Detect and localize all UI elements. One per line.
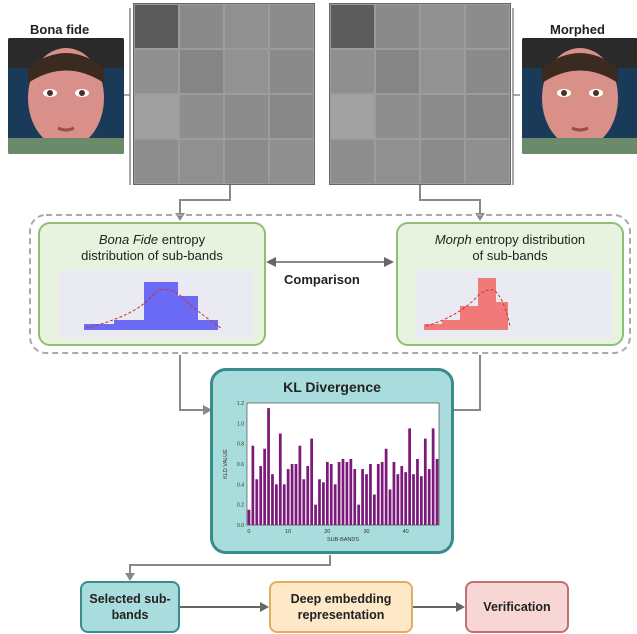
kl-bar — [365, 474, 368, 525]
kl-ytick-label: 1.0 — [237, 421, 244, 427]
kl-bar — [306, 466, 310, 525]
bona-fide-subband-grid — [133, 3, 315, 185]
kl-bar — [341, 458, 345, 525]
kl-bar — [408, 428, 411, 525]
kl-bar — [396, 474, 400, 525]
kl-bar — [345, 461, 349, 525]
kl-bar — [271, 474, 274, 525]
kl-bar — [275, 484, 278, 525]
kl-xtick-label: 40 — [403, 529, 409, 535]
kl-bar — [282, 484, 286, 525]
kl-bar — [392, 461, 396, 525]
bona-fide-face-image — [8, 38, 124, 154]
kl-bar — [259, 466, 263, 525]
kl-bar — [435, 458, 439, 525]
kl-ytick-label: 1.2 — [237, 401, 244, 407]
kl-bar — [384, 448, 388, 525]
kl-bar — [372, 494, 376, 525]
morph-entropy-title: Morph entropy distribution of sub-bands — [434, 232, 586, 263]
kl-bar — [333, 484, 337, 525]
kl-ytick-label: 0.2 — [237, 503, 244, 509]
kl-bar — [310, 438, 314, 525]
bona-fide-entropy-box: Bona Fide entropy distribution of sub-ba… — [38, 222, 266, 346]
kl-ytick-label: 0.6 — [237, 462, 244, 468]
kl-ytick-label: 0.4 — [237, 482, 244, 488]
kl-bar — [423, 438, 427, 525]
kl-bar — [263, 448, 267, 525]
kl-bar — [337, 461, 341, 525]
kl-bar — [416, 458, 419, 525]
verification-box: Verification — [465, 581, 569, 633]
kl-bar — [298, 445, 302, 525]
kl-bar — [353, 469, 357, 525]
bona-fide-label: Bona fide — [30, 22, 90, 37]
kl-bar — [369, 464, 372, 525]
kl-bar — [357, 504, 361, 525]
kl-bar — [361, 469, 364, 525]
kl-bar — [255, 479, 259, 525]
kl-bar — [412, 474, 415, 525]
kl-bar — [427, 469, 431, 525]
kl-ytick-label: 0.8 — [237, 442, 244, 448]
kl-bar — [286, 469, 290, 525]
kl-xtick-label: 20 — [324, 529, 330, 535]
kl-bar — [251, 445, 255, 525]
bona-fide-histogram — [58, 270, 254, 338]
kl-bar — [404, 472, 408, 525]
kl-bar — [325, 461, 329, 525]
kl-bar — [400, 466, 404, 525]
kl-bar — [247, 509, 251, 525]
kl-bar — [329, 464, 333, 525]
bona-fide-entropy-title: Bona Fide entropy distribution of sub-ba… — [81, 232, 223, 263]
kl-bar — [380, 461, 384, 525]
morph-entropy-box: Morph entropy distribution of sub-bands — [396, 222, 624, 346]
kl-yaxis-label: KLD VALUE — [223, 449, 229, 479]
kl-bar — [349, 458, 353, 525]
kl-bar — [290, 464, 294, 525]
kl-bar — [431, 428, 435, 525]
morphed-face-image — [522, 38, 637, 154]
morphed-label: Morphed — [550, 22, 605, 37]
selected-subbands-box: Selected sub-bands — [80, 581, 180, 633]
kl-divergence-box: KL Divergence 0.0 0.2 0.4 0.6 0.8 1.0 1.2 0 10 20… — [210, 368, 454, 554]
kl-bar — [294, 464, 298, 525]
kl-xaxis-label: SUB-BANDS — [327, 537, 359, 543]
kl-bar — [302, 479, 306, 525]
kl-ytick-label: 0.0 — [237, 523, 244, 529]
kl-bar — [388, 489, 392, 525]
kl-bar — [314, 504, 317, 525]
morph-histogram — [416, 270, 612, 338]
kl-divergence-title: KL Divergence — [283, 379, 381, 395]
kl-xtick-label: 30 — [363, 529, 369, 535]
deep-embedding-box: Deep embedding representation — [269, 581, 413, 633]
comparison-label: Comparison — [284, 272, 360, 287]
morphed-subband-grid — [329, 3, 511, 185]
kl-xtick-label: 10 — [285, 529, 291, 535]
kl-bar — [419, 476, 423, 525]
kl-bar — [278, 433, 282, 525]
kl-bar — [267, 408, 270, 525]
kl-bar — [376, 464, 380, 525]
kl-bar — [322, 482, 325, 525]
kl-bar — [318, 479, 321, 525]
kl-xtick-label: 0 — [247, 529, 250, 535]
